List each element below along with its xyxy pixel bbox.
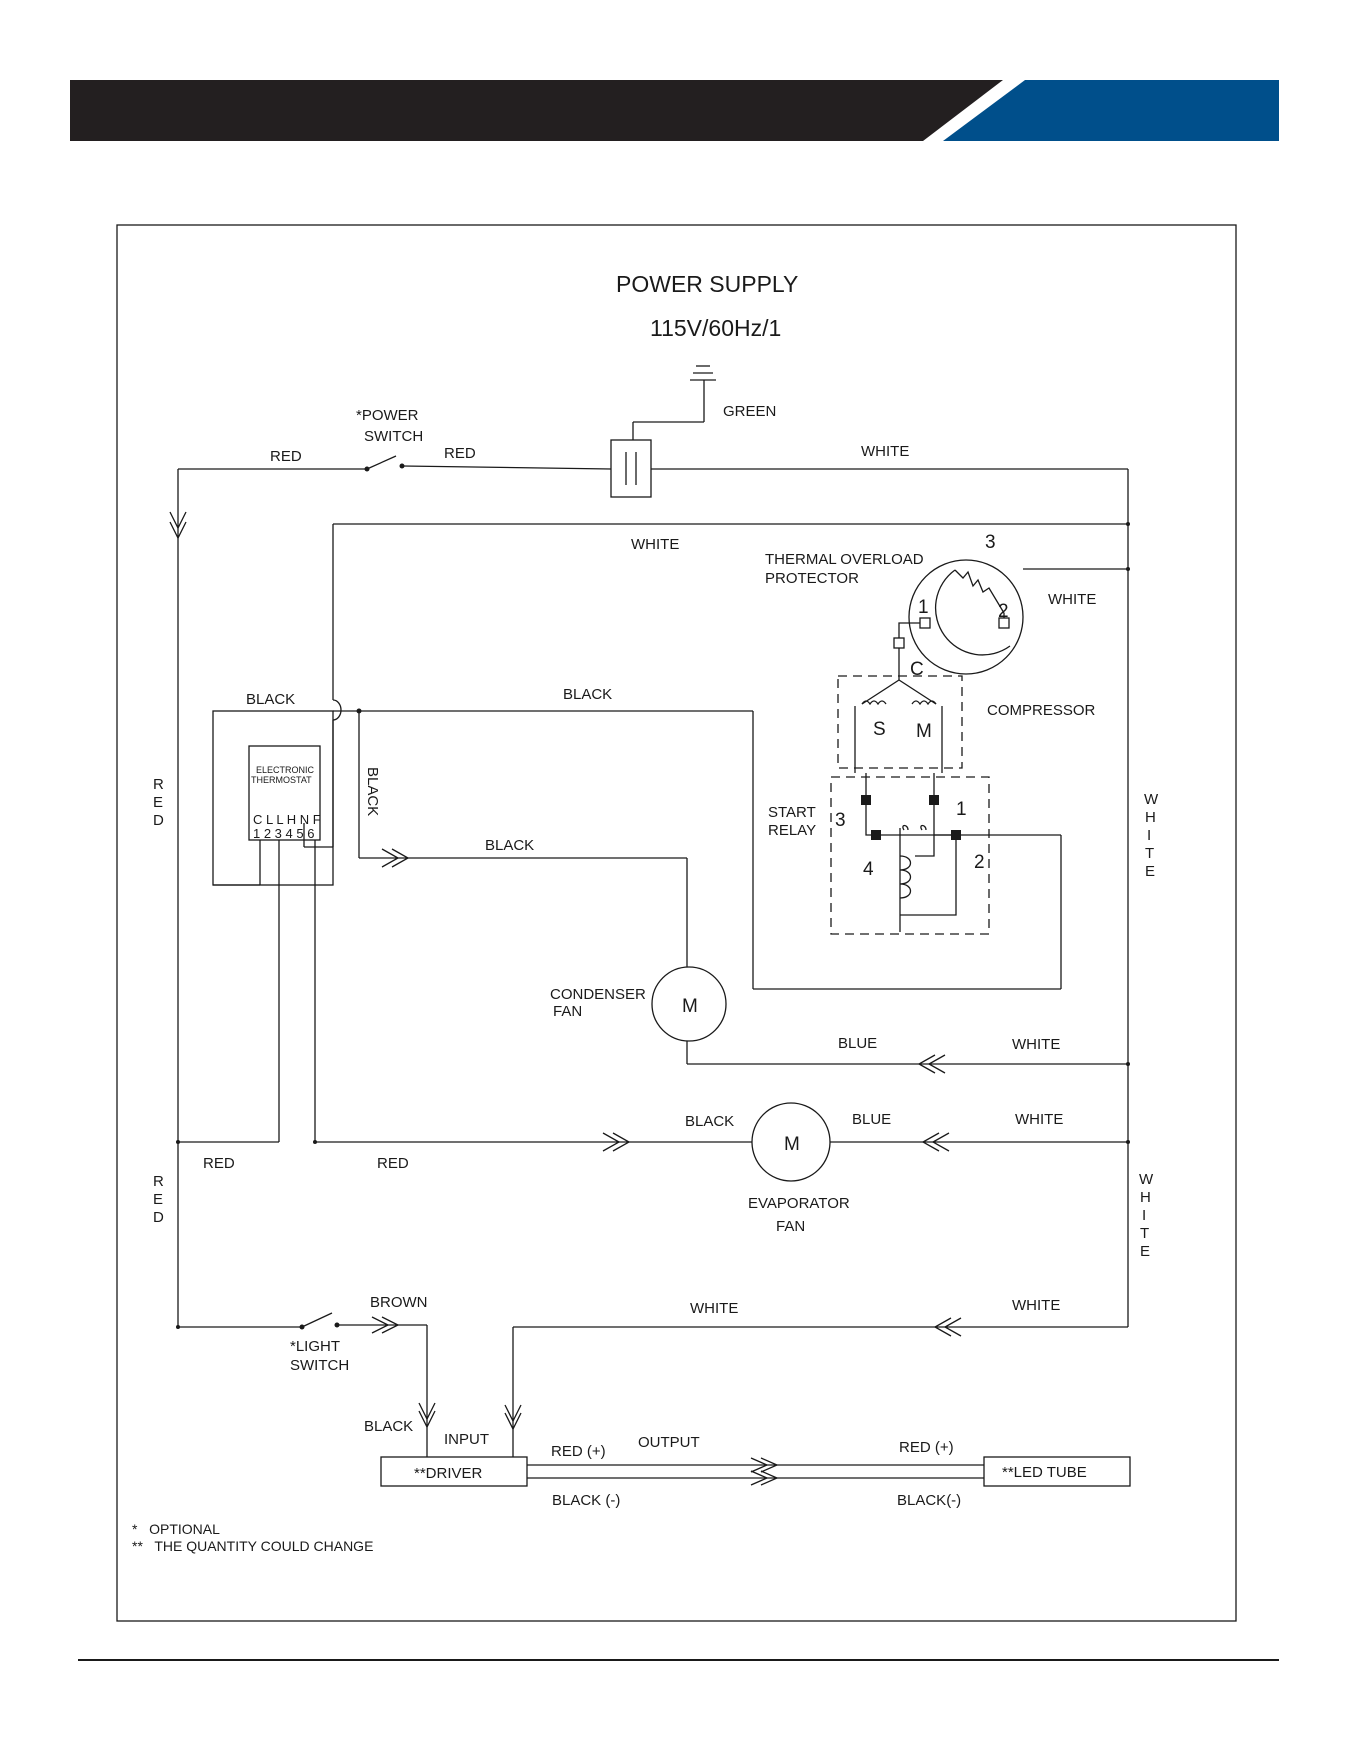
start-relay-box (830, 776, 990, 935)
evaporator-fan-motor-letter: M (784, 1134, 800, 1155)
compressor-label: COMPRESSOR (987, 702, 1096, 719)
wire-label-white-right-2t: T (1140, 1225, 1149, 1242)
relay-pin-1: 1 (956, 799, 967, 820)
wire-label-blue-evap: BLUE (852, 1111, 891, 1128)
wire-label-black-compressor: BLACK (563, 686, 612, 703)
wire-label-red-left-2d: D (153, 1209, 164, 1226)
evaporator-fan-label-2: FAN (776, 1218, 805, 1235)
wire-label-black-minus-1: BLACK (-) (552, 1492, 620, 1509)
thermostat-pin-letters: C L L H N F (253, 812, 321, 827)
wire-label-black-driver: BLACK (364, 1418, 413, 1435)
driver-input-label: INPUT (444, 1431, 489, 1448)
header-dark-bar (70, 80, 1003, 141)
footer-rule (78, 1659, 1279, 1661)
power-switch (364, 455, 405, 472)
thermal-overload-protector (908, 559, 1024, 675)
wire-label-black-thermostat: BLACK (246, 691, 295, 708)
wire-label-brown: BROWN (370, 1294, 428, 1311)
wire-label-white-right-2e: E (1140, 1243, 1150, 1260)
led-tube-box (983, 1456, 1131, 1487)
protector-pin-3: 3 (985, 532, 996, 553)
compressor-box (837, 675, 963, 769)
wire-label-white-right-1t: T (1145, 845, 1154, 862)
wire-label-red-plus-2: RED (+) (899, 1439, 954, 1456)
wire-label-white-light-1: WHITE (690, 1300, 738, 1317)
wire-label-white-inner: WHITE (631, 536, 679, 553)
wire-label-green: GREEN (723, 403, 776, 420)
wire-label-white-right-1e: E (1145, 863, 1155, 880)
wire-label-red-main: RED (270, 448, 302, 465)
wire-label-blue-condenser: BLUE (838, 1035, 877, 1052)
thermal-overload-label-2: PROTECTOR (765, 570, 859, 587)
wire-label-white-evap: WHITE (1015, 1111, 1063, 1128)
wire-label-red-left-2r: R (153, 1173, 164, 1190)
condenser-fan-motor-letter: M (682, 996, 698, 1017)
thermal-overload-label-1: THERMAL OVERLOAD (765, 551, 924, 568)
wire-label-white-protector: WHITE (1048, 591, 1096, 608)
light-switch (299, 1312, 340, 1330)
wire-label-white-right-1w: W (1144, 791, 1159, 808)
power-plug (610, 439, 652, 498)
note-optional: * OPTIONAL (132, 1521, 220, 1537)
protector-pin-2: 2 (998, 601, 1009, 622)
wire-label-black-evap: BLACK (685, 1113, 734, 1130)
thermostat-label-1: ELECTRONIC (256, 765, 315, 775)
header-band (70, 80, 1279, 141)
wire-label-black-condenser: BLACK (485, 837, 534, 854)
wire-label-red-plus-1: RED (+) (551, 1443, 606, 1460)
relay-pin-2: 2 (974, 852, 985, 873)
light-switch-label-2: SWITCH (290, 1357, 349, 1374)
wire-label-white-light-2: WHITE (1012, 1297, 1060, 1314)
wire-label-white-right-1h: H (1145, 809, 1156, 826)
wire-label-white-right-1i: I (1147, 827, 1151, 844)
evaporator-fan-label-1: EVAPORATOR (748, 1195, 850, 1212)
condenser-fan-label-1: CONDENSER (550, 986, 646, 1003)
wire-label-red-bottom-2: RED (377, 1155, 409, 1172)
wire-label-white-right-2w: W (1139, 1171, 1154, 1188)
diagram-frame (116, 224, 1237, 1622)
header-blue-bar (943, 80, 1279, 141)
power-switch-label-2: SWITCH (364, 428, 423, 445)
light-switch-label-1: *LIGHT (290, 1338, 340, 1355)
condenser-fan-label-2: FAN (553, 1003, 582, 1020)
note-quantity: ** THE QUANTITY COULD CHANGE (132, 1538, 373, 1554)
start-relay-label-2: RELAY (768, 822, 816, 839)
compressor-s: S (873, 719, 886, 740)
wire-label-black-minus-2: BLACK(-) (897, 1492, 961, 1509)
wire-label-black-vertical: BLACK (364, 767, 381, 816)
wire-label-red-left-1: R (153, 776, 164, 793)
driver-output-label: OUTPUT (638, 1434, 700, 1451)
compressor-c: C (910, 659, 924, 680)
diagram-subtitle: 115V/60Hz/1 (650, 315, 781, 341)
wire-label-red-left-1e: E (153, 794, 163, 811)
ground-symbol (632, 365, 716, 440)
power-switch-label-1: *POWER (356, 407, 419, 424)
led-tube-label: **LED TUBE (1002, 1464, 1087, 1481)
relay-pin-4: 4 (863, 859, 874, 880)
led-driver-box (380, 1456, 528, 1487)
thermostat-label-2: THERMOSTAT (251, 775, 312, 785)
condenser-fan-motor (651, 966, 727, 1042)
thermostat-box (212, 710, 334, 886)
arrow-red-down (169, 511, 187, 530)
protector-pin-1: 1 (918, 597, 929, 618)
wire-label-red-bottom-1: RED (203, 1155, 235, 1172)
led-driver-label: **DRIVER (414, 1465, 483, 1482)
wire-label-white-right-2i: I (1142, 1207, 1146, 1224)
relay-pin-3: 3 (835, 810, 846, 831)
wire-label-white-top: WHITE (861, 443, 909, 460)
wire-label-red-left-2e: E (153, 1191, 163, 1208)
compressor-m: M (916, 721, 932, 742)
start-relay-label-1: START (768, 804, 816, 821)
wire-label-white-right-2h: H (1140, 1189, 1151, 1206)
wire-label-red-after-switch: RED (444, 445, 476, 462)
wire-label-red-left-1d: D (153, 812, 164, 829)
diagram-title: POWER SUPPLY (616, 271, 798, 297)
wire-label-white-condenser: WHITE (1012, 1036, 1060, 1053)
thermostat-pin-numbers: 1 2 3 4 5 6 (253, 826, 314, 841)
